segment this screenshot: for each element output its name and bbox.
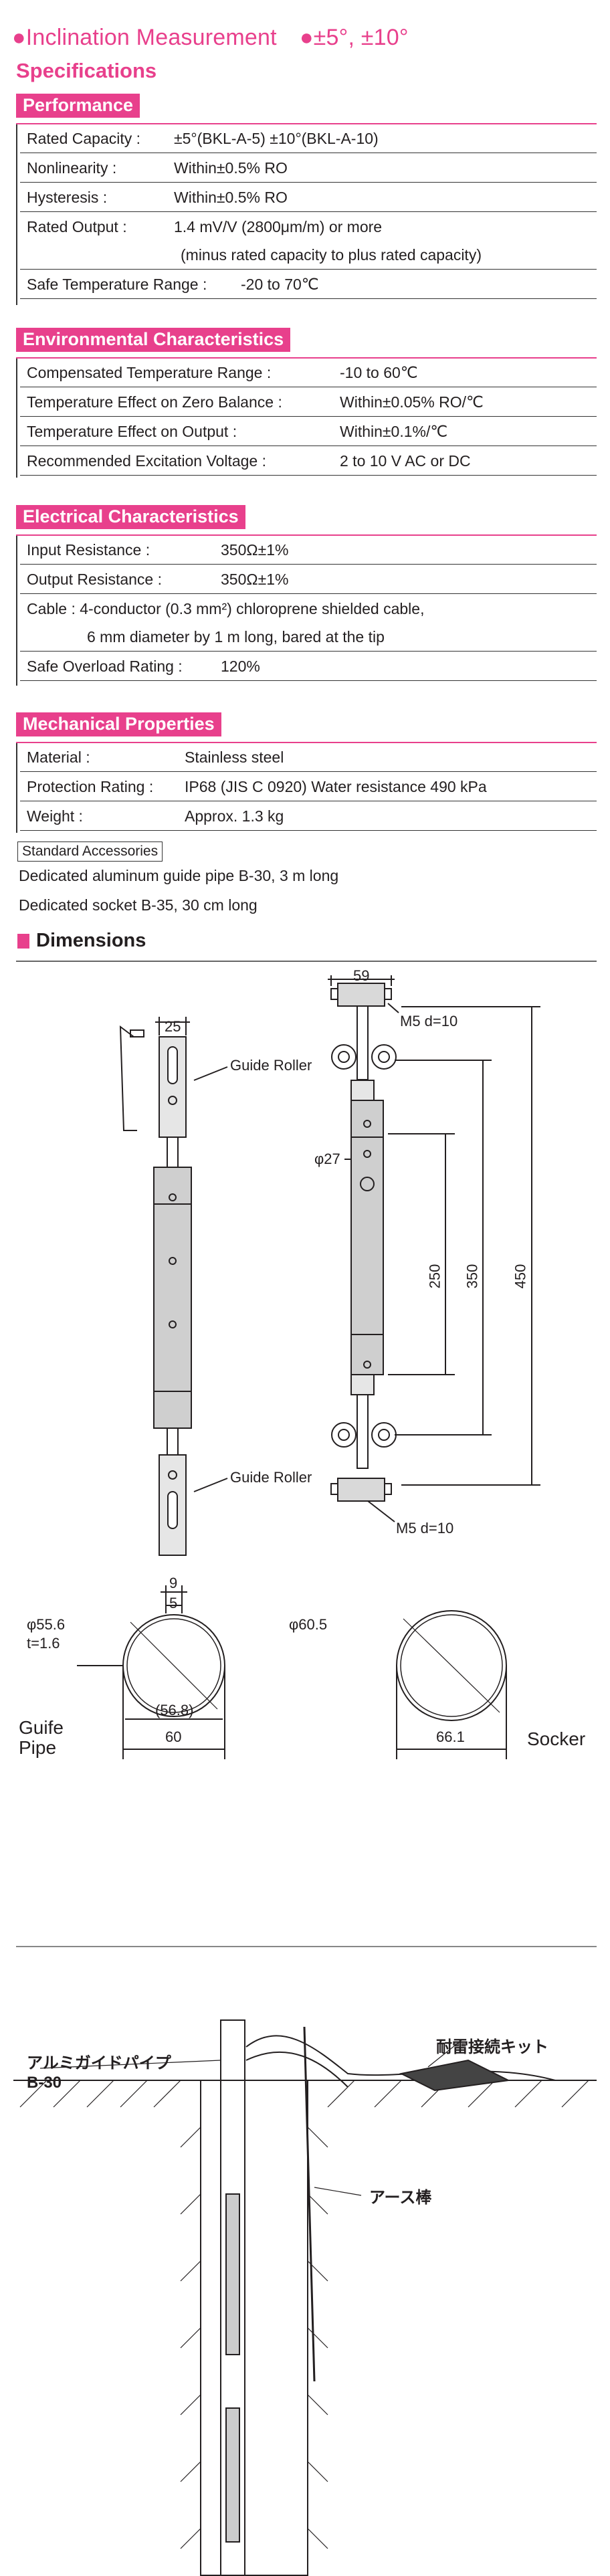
dim-t1-6: t=1.6 xyxy=(27,1635,60,1652)
dim-25: 25 xyxy=(165,1018,181,1035)
mechanical-label: Mechanical Properties xyxy=(16,712,221,736)
elec-row-cable: Cable : 4-conductor (0.3 mm²) chloropren… xyxy=(27,600,425,617)
earth-rod-label: アース棒 xyxy=(369,2189,432,2207)
performance-label: Performance xyxy=(16,94,140,118)
perf-row-rated-output-note: (minus rated capacity to plus rated capa… xyxy=(20,241,597,270)
dim-66-1: 66.1 xyxy=(436,1728,465,1745)
specifications-heading: Specifications xyxy=(16,59,157,82)
dim-56-8: (56.8) xyxy=(155,1702,194,1718)
elec-row-output: Output Resistance :350Ω±1% xyxy=(20,565,597,594)
dim-450: 450 xyxy=(512,1264,529,1289)
dim-59: 59 xyxy=(353,967,370,984)
env-row-excitation: Recommended Excitation Voltage :2 to 10 … xyxy=(20,447,597,476)
environmental-bar xyxy=(16,357,597,359)
dimensions-heading: Dimensions xyxy=(36,930,146,951)
aluminum-guide-pipe-label: アルミガイドパイプ xyxy=(27,2054,171,2072)
env-row-compensated: Compensated Temperature Range :-10 to 60… xyxy=(20,359,597,387)
guide-roller-top: Guide Roller xyxy=(230,1057,312,1074)
dim-9: 9 xyxy=(169,1575,178,1591)
installation-illustration xyxy=(13,2019,597,2576)
electrical-label: Electrical Characteristics xyxy=(16,505,245,529)
dim-m5-top: M5 d=10 xyxy=(400,1013,458,1029)
guide-roller-bottom: Guide Roller xyxy=(230,1469,312,1486)
mech-row-protection: Protection Rating :IP68 (JIS C 0920) Wat… xyxy=(20,773,597,801)
dim-60: 60 xyxy=(165,1728,182,1745)
mech-row-material: Material :Stainless steel xyxy=(20,743,597,772)
elec-row-input: Input Resistance :350Ω±1% xyxy=(20,536,597,565)
elec-row-cable-detail: 6 mm diameter by 1 m long, bared at the … xyxy=(20,623,597,652)
performance-bar xyxy=(16,123,597,124)
perf-row-safe-temp: Safe Temperature Range :-20 to 70℃ xyxy=(20,270,597,299)
dim-phi60-5: φ60.5 xyxy=(289,1616,328,1633)
dim-m5-bottom: M5 d=10 xyxy=(396,1520,454,1537)
dimensions-marker xyxy=(17,934,29,949)
dim-5: 5 xyxy=(169,1595,178,1611)
dim-350: 350 xyxy=(464,1264,481,1289)
perf-row-rated-output: Rated Output :1.4 mV/V (2800μm/m) or mor… xyxy=(27,218,383,235)
dimensions-rule xyxy=(16,961,597,962)
env-row-zero-balance: Temperature Effect on Zero Balance :With… xyxy=(20,388,597,417)
environmental-left-rule xyxy=(16,359,17,478)
mech-row-weight: Weight :Approx. 1.3 kg xyxy=(20,802,597,831)
dimension-drawing xyxy=(16,975,597,1947)
accessories-label: Standard Accessories xyxy=(17,841,163,862)
elec-row-overload: Safe Overload Rating :120% xyxy=(20,652,597,681)
perf-row-nonlinearity: Nonlinearity :Within±0.5% RO xyxy=(20,154,597,183)
guide-pipe-label: Guife Pipe xyxy=(19,1717,64,1758)
dim-250: 250 xyxy=(426,1264,443,1289)
perf-row-hysteresis: Hysteresis :Within±0.5% RO xyxy=(20,183,597,212)
environmental-label: Environmental Characteristics xyxy=(16,328,291,352)
page-title: ●Inclination Measurement ●±5°, ±10° xyxy=(12,25,409,50)
performance-left-rule xyxy=(16,124,17,305)
accessory-item: Dedicated socket B-35, 30 cm long xyxy=(19,896,258,914)
electrical-bar xyxy=(16,534,597,536)
perf-row-rated-capacity: Rated Capacity :±5°(BKL-A-5) ±10°(BKL-A-… xyxy=(20,124,597,153)
accessory-item: Dedicated aluminum guide pipe B-30, 3 m … xyxy=(19,867,339,884)
electrical-left-rule xyxy=(16,536,17,686)
dim-phi27: φ27 xyxy=(314,1151,340,1167)
guide-pipe-model: B-30 xyxy=(27,2074,62,2092)
lightning-kit-label: 耐雷接続キット xyxy=(436,2038,548,2056)
mechanical-bar xyxy=(16,742,597,743)
socket-label: Socker xyxy=(527,1728,586,1749)
mechanical-left-rule xyxy=(16,743,17,833)
dim-phi55-6: φ55.6 xyxy=(27,1616,66,1633)
env-row-output: Temperature Effect on Output :Within±0.1… xyxy=(20,417,597,446)
